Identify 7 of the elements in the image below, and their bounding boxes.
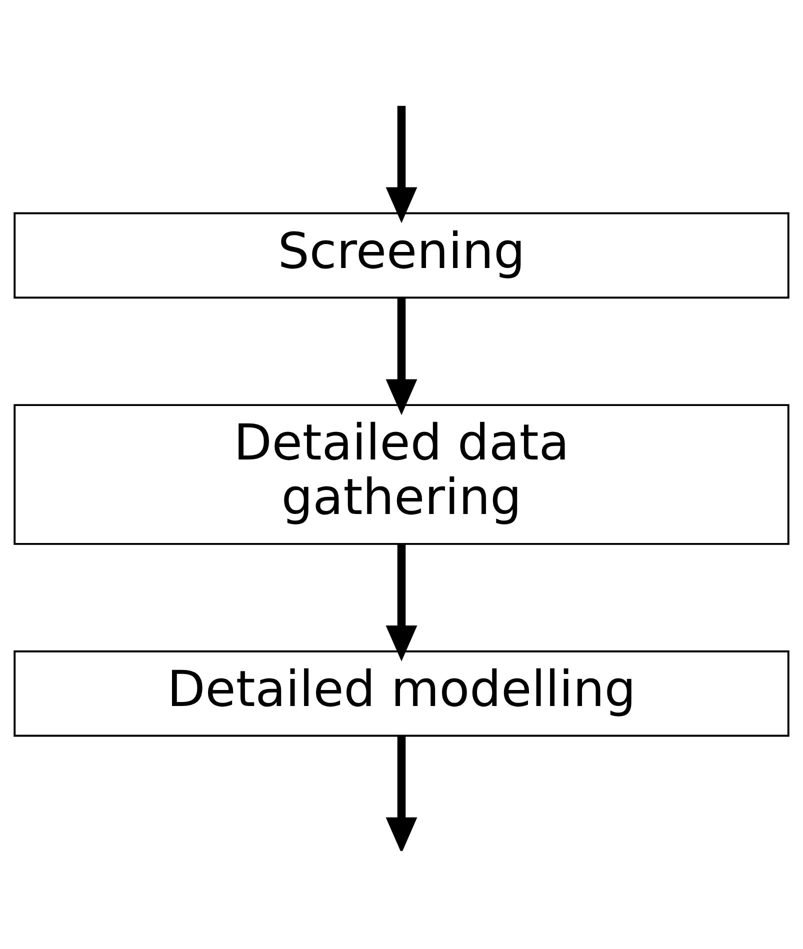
arrow <box>386 298 418 416</box>
node-box: Detailed modelling <box>14 650 790 737</box>
arrow <box>386 736 418 851</box>
node-box: Screening <box>14 212 790 299</box>
arrow <box>386 544 418 662</box>
node-box: Detailed data gathering <box>14 404 790 545</box>
arrow <box>386 106 418 224</box>
